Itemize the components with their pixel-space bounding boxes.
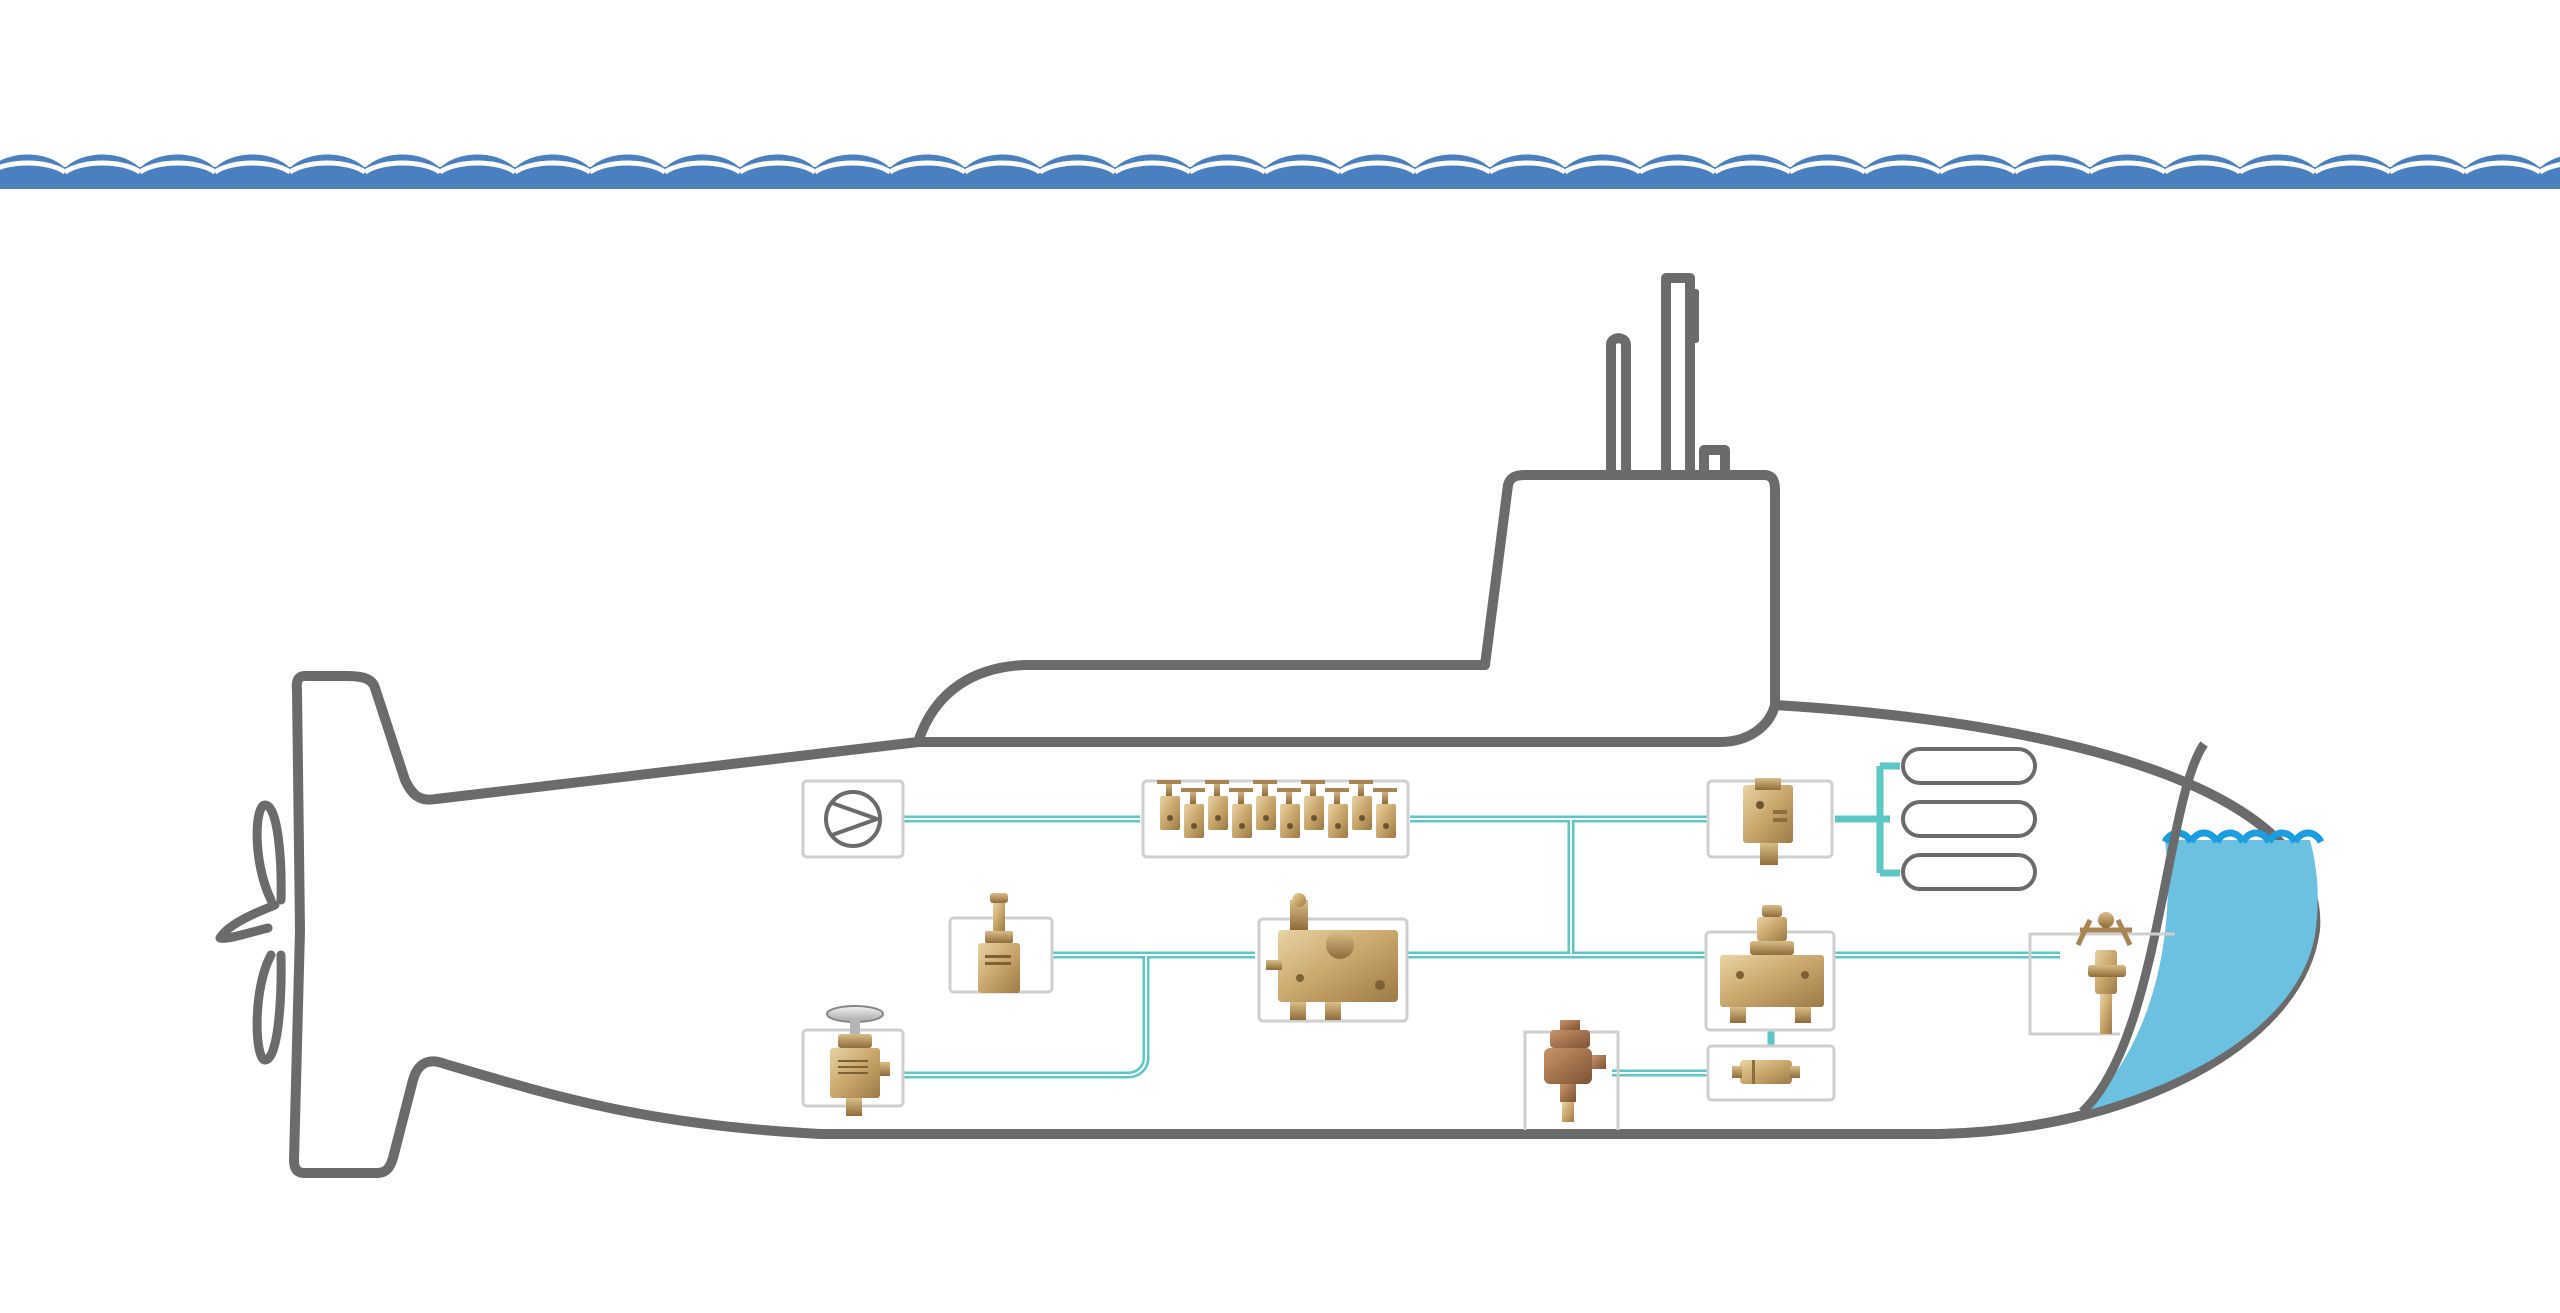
wave-trough [1938, 160, 2017, 175]
wave-trough [1788, 160, 1867, 175]
valve-block-icon [1743, 778, 1793, 865]
manifold-valve [1157, 780, 1181, 830]
manifold-valve [1325, 788, 1349, 838]
top-right-valve-component[interactable] [1706, 778, 1834, 865]
manifold-row-component[interactable] [1141, 779, 1410, 859]
manifold-valve [1349, 780, 1373, 830]
gas-cylinder-icon [1901, 853, 2037, 891]
wave-trough [2463, 160, 2542, 175]
manifold-block-icon [1266, 893, 1398, 1020]
wave-trough [738, 160, 817, 175]
wave-trough [138, 160, 217, 175]
manifold-valve [1253, 780, 1277, 830]
wave-trough [0, 160, 67, 175]
wave-trough [963, 160, 1042, 175]
wave-trough [1113, 160, 1192, 175]
wave-trough [588, 160, 667, 175]
manifold-valve [1229, 788, 1253, 838]
wave-trough [1263, 160, 1342, 175]
wave-trough [813, 160, 892, 175]
submarine-hull [215, 273, 2321, 1178]
piping-network [885, 762, 2060, 1079]
wave-trough [2538, 162, 2560, 175]
wave-trough [888, 160, 967, 175]
storage-tanks[interactable] [1901, 747, 2037, 891]
wave-trough [363, 160, 442, 175]
wave-trough [2388, 160, 2467, 175]
wave-trough [1713, 160, 1792, 175]
wave-trough [1863, 160, 1942, 175]
right-regulator-component[interactable] [1704, 905, 1836, 1032]
wave-trough [2163, 160, 2242, 175]
pump-component[interactable] [801, 779, 905, 859]
wave-trough [1488, 160, 1567, 175]
wave-trough [2013, 160, 2092, 175]
wave-trough [438, 160, 517, 175]
ballast-valve-icon [2075, 912, 2133, 1034]
hand-valve-component[interactable] [801, 1005, 905, 1116]
relief-valve-icon [1544, 1020, 1606, 1122]
wave-trough [1638, 160, 1717, 175]
sea-surface-waves [0, 154, 2560, 189]
gas-cylinder-icon [1901, 747, 2037, 785]
wave-trough [663, 160, 742, 175]
pressure-regulator-icon [978, 893, 1020, 993]
wave-trough [1038, 160, 1117, 175]
wave-trough [1338, 160, 1417, 175]
relief-valve-component[interactable] [1523, 1020, 1620, 1130]
wave-trough [213, 160, 292, 175]
water-ripple [2291, 829, 2325, 844]
valve-manifold-row-icon [1157, 780, 1397, 838]
wave-trough [513, 160, 592, 175]
pressure-regulator-icon [1720, 905, 1824, 1023]
pressure-regulator-left-component[interactable] [948, 893, 1054, 994]
manifold-valve [1277, 788, 1301, 838]
hand-wheel-valve-icon [826, 1005, 890, 1116]
bow-ballast-water [2078, 741, 2325, 1116]
wave-trough [2238, 160, 2317, 175]
manifold-valve [1301, 780, 1325, 830]
wave-trough [63, 160, 142, 175]
wave-trough [1563, 160, 1642, 175]
wave-trough [288, 160, 367, 175]
wave-trough [1413, 160, 1492, 175]
wave-trough [2313, 160, 2392, 175]
manifold-valve [1205, 780, 1229, 830]
manifold-valve [1181, 788, 1205, 838]
gas-cylinder-icon [1901, 800, 2037, 838]
central-manifold-component[interactable] [1257, 893, 1409, 1023]
pump-icon [824, 790, 883, 848]
piping-highlight [885, 818, 2060, 1076]
inline-filter-icon [1732, 1060, 1800, 1084]
wave-trough [1188, 160, 1267, 175]
wave-trough [2088, 160, 2167, 175]
bow-valve-component[interactable] [2028, 912, 2175, 1036]
manifold-valve [1373, 788, 1397, 838]
inline-filter-component[interactable] [1706, 1044, 1836, 1102]
